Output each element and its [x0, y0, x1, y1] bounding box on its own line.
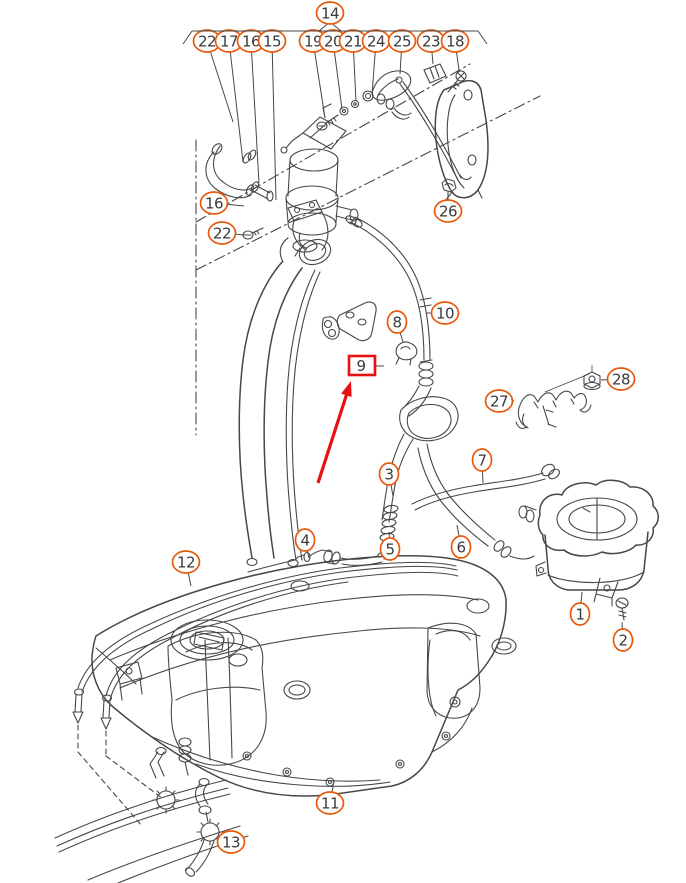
callout-23[interactable]: 23	[416, 29, 446, 65]
callout-13[interactable]: 13	[216, 830, 246, 854]
svg-text:24: 24	[367, 32, 385, 50]
mounting-hardware-19-24	[316, 90, 412, 131]
callout-16[interactable]: 16	[199, 191, 245, 215]
bracket-plate-25	[399, 79, 489, 201]
svg-text:2: 2	[618, 631, 627, 649]
svg-text:27: 27	[490, 392, 508, 410]
hose-7	[411, 463, 560, 511]
callout-17[interactable]: 17	[214, 29, 244, 163]
callout-24[interactable]: 24	[361, 29, 391, 96]
grommet-23	[423, 63, 447, 84]
svg-text:15: 15	[263, 32, 281, 50]
svg-text:8: 8	[392, 313, 401, 331]
callout-15[interactable]: 15	[257, 29, 287, 201]
svg-text:25: 25	[393, 32, 411, 50]
svg-text:18: 18	[446, 32, 464, 50]
charcoal-canister-1	[518, 479, 659, 607]
svg-text:11: 11	[321, 794, 339, 812]
svg-text:16: 16	[242, 32, 260, 50]
callout-12[interactable]: 12	[171, 550, 201, 587]
svg-text:13: 13	[222, 833, 240, 851]
svg-text:17: 17	[220, 32, 238, 50]
callout-6[interactable]: 6	[450, 524, 472, 559]
filler-neck-and-pipes	[238, 199, 377, 568]
nut-28	[544, 364, 601, 393]
svg-text:28: 28	[612, 370, 630, 388]
callout-1[interactable]: 1	[569, 591, 591, 626]
bracket-arm-25	[371, 70, 412, 101]
svg-text:22: 22	[198, 32, 216, 50]
callout-11[interactable]: 11	[315, 780, 345, 815]
callout-4[interactable]: 4	[294, 528, 316, 559]
clip-8	[395, 341, 418, 366]
retaining-clip-27	[515, 390, 592, 429]
callout-8[interactable]: 8	[386, 310, 408, 343]
fuel-line-4-connector	[247, 549, 383, 573]
svg-text:20: 20	[324, 32, 342, 50]
svg-text:21: 21	[344, 32, 362, 50]
highlighted-callout-9[interactable]: 9	[347, 354, 384, 377]
callout-19[interactable]: 19	[298, 29, 328, 119]
svg-text:9: 9	[356, 357, 365, 375]
svg-text:10: 10	[436, 304, 454, 322]
svg-text:19: 19	[304, 32, 322, 50]
svg-text:22: 22	[213, 224, 231, 242]
vent-hose-17-and-clamps-16	[205, 143, 274, 202]
callout-5[interactable]: 5	[379, 531, 401, 561]
callout-3[interactable]: 3	[378, 462, 400, 497]
svg-text:6: 6	[456, 538, 465, 556]
callout-16[interactable]: 16	[236, 29, 266, 184]
callout-27[interactable]: 27	[484, 389, 515, 413]
hose-loop	[399, 396, 459, 442]
svg-text:4: 4	[300, 531, 309, 549]
callout-7[interactable]: 7	[471, 448, 493, 484]
svg-text:23: 23	[422, 32, 440, 50]
svg-text:12: 12	[177, 553, 195, 571]
callout-22[interactable]: 22	[192, 29, 234, 123]
highlight-layer: 9	[316, 354, 384, 484]
fuel-tank-11	[91, 555, 517, 797]
screw-2	[615, 597, 629, 621]
callout-25[interactable]: 25	[387, 29, 417, 75]
svg-text:26: 26	[439, 202, 457, 220]
fuel-lines-13	[54, 737, 249, 883]
callout-22[interactable]: 22	[207, 221, 246, 245]
callout-18[interactable]: 18	[440, 29, 470, 71]
svg-text:1: 1	[575, 605, 584, 623]
callout-26[interactable]: 26	[433, 194, 463, 223]
callout-10[interactable]: 10	[426, 301, 460, 325]
callout-2[interactable]: 2	[612, 621, 634, 652]
svg-text:5: 5	[385, 540, 394, 558]
highlight-arrow	[316, 381, 352, 484]
leak-detection-pump	[280, 103, 359, 257]
svg-text:14: 14	[321, 4, 339, 22]
tank-vent-pipes-12	[72, 561, 459, 827]
svg-text:3: 3	[384, 465, 393, 483]
svg-text:16: 16	[205, 194, 223, 212]
svg-text:7: 7	[477, 451, 486, 469]
reference-lines	[195, 63, 541, 436]
callout-14[interactable]: 14	[182, 1, 488, 45]
callout-28[interactable]: 28	[600, 367, 636, 391]
